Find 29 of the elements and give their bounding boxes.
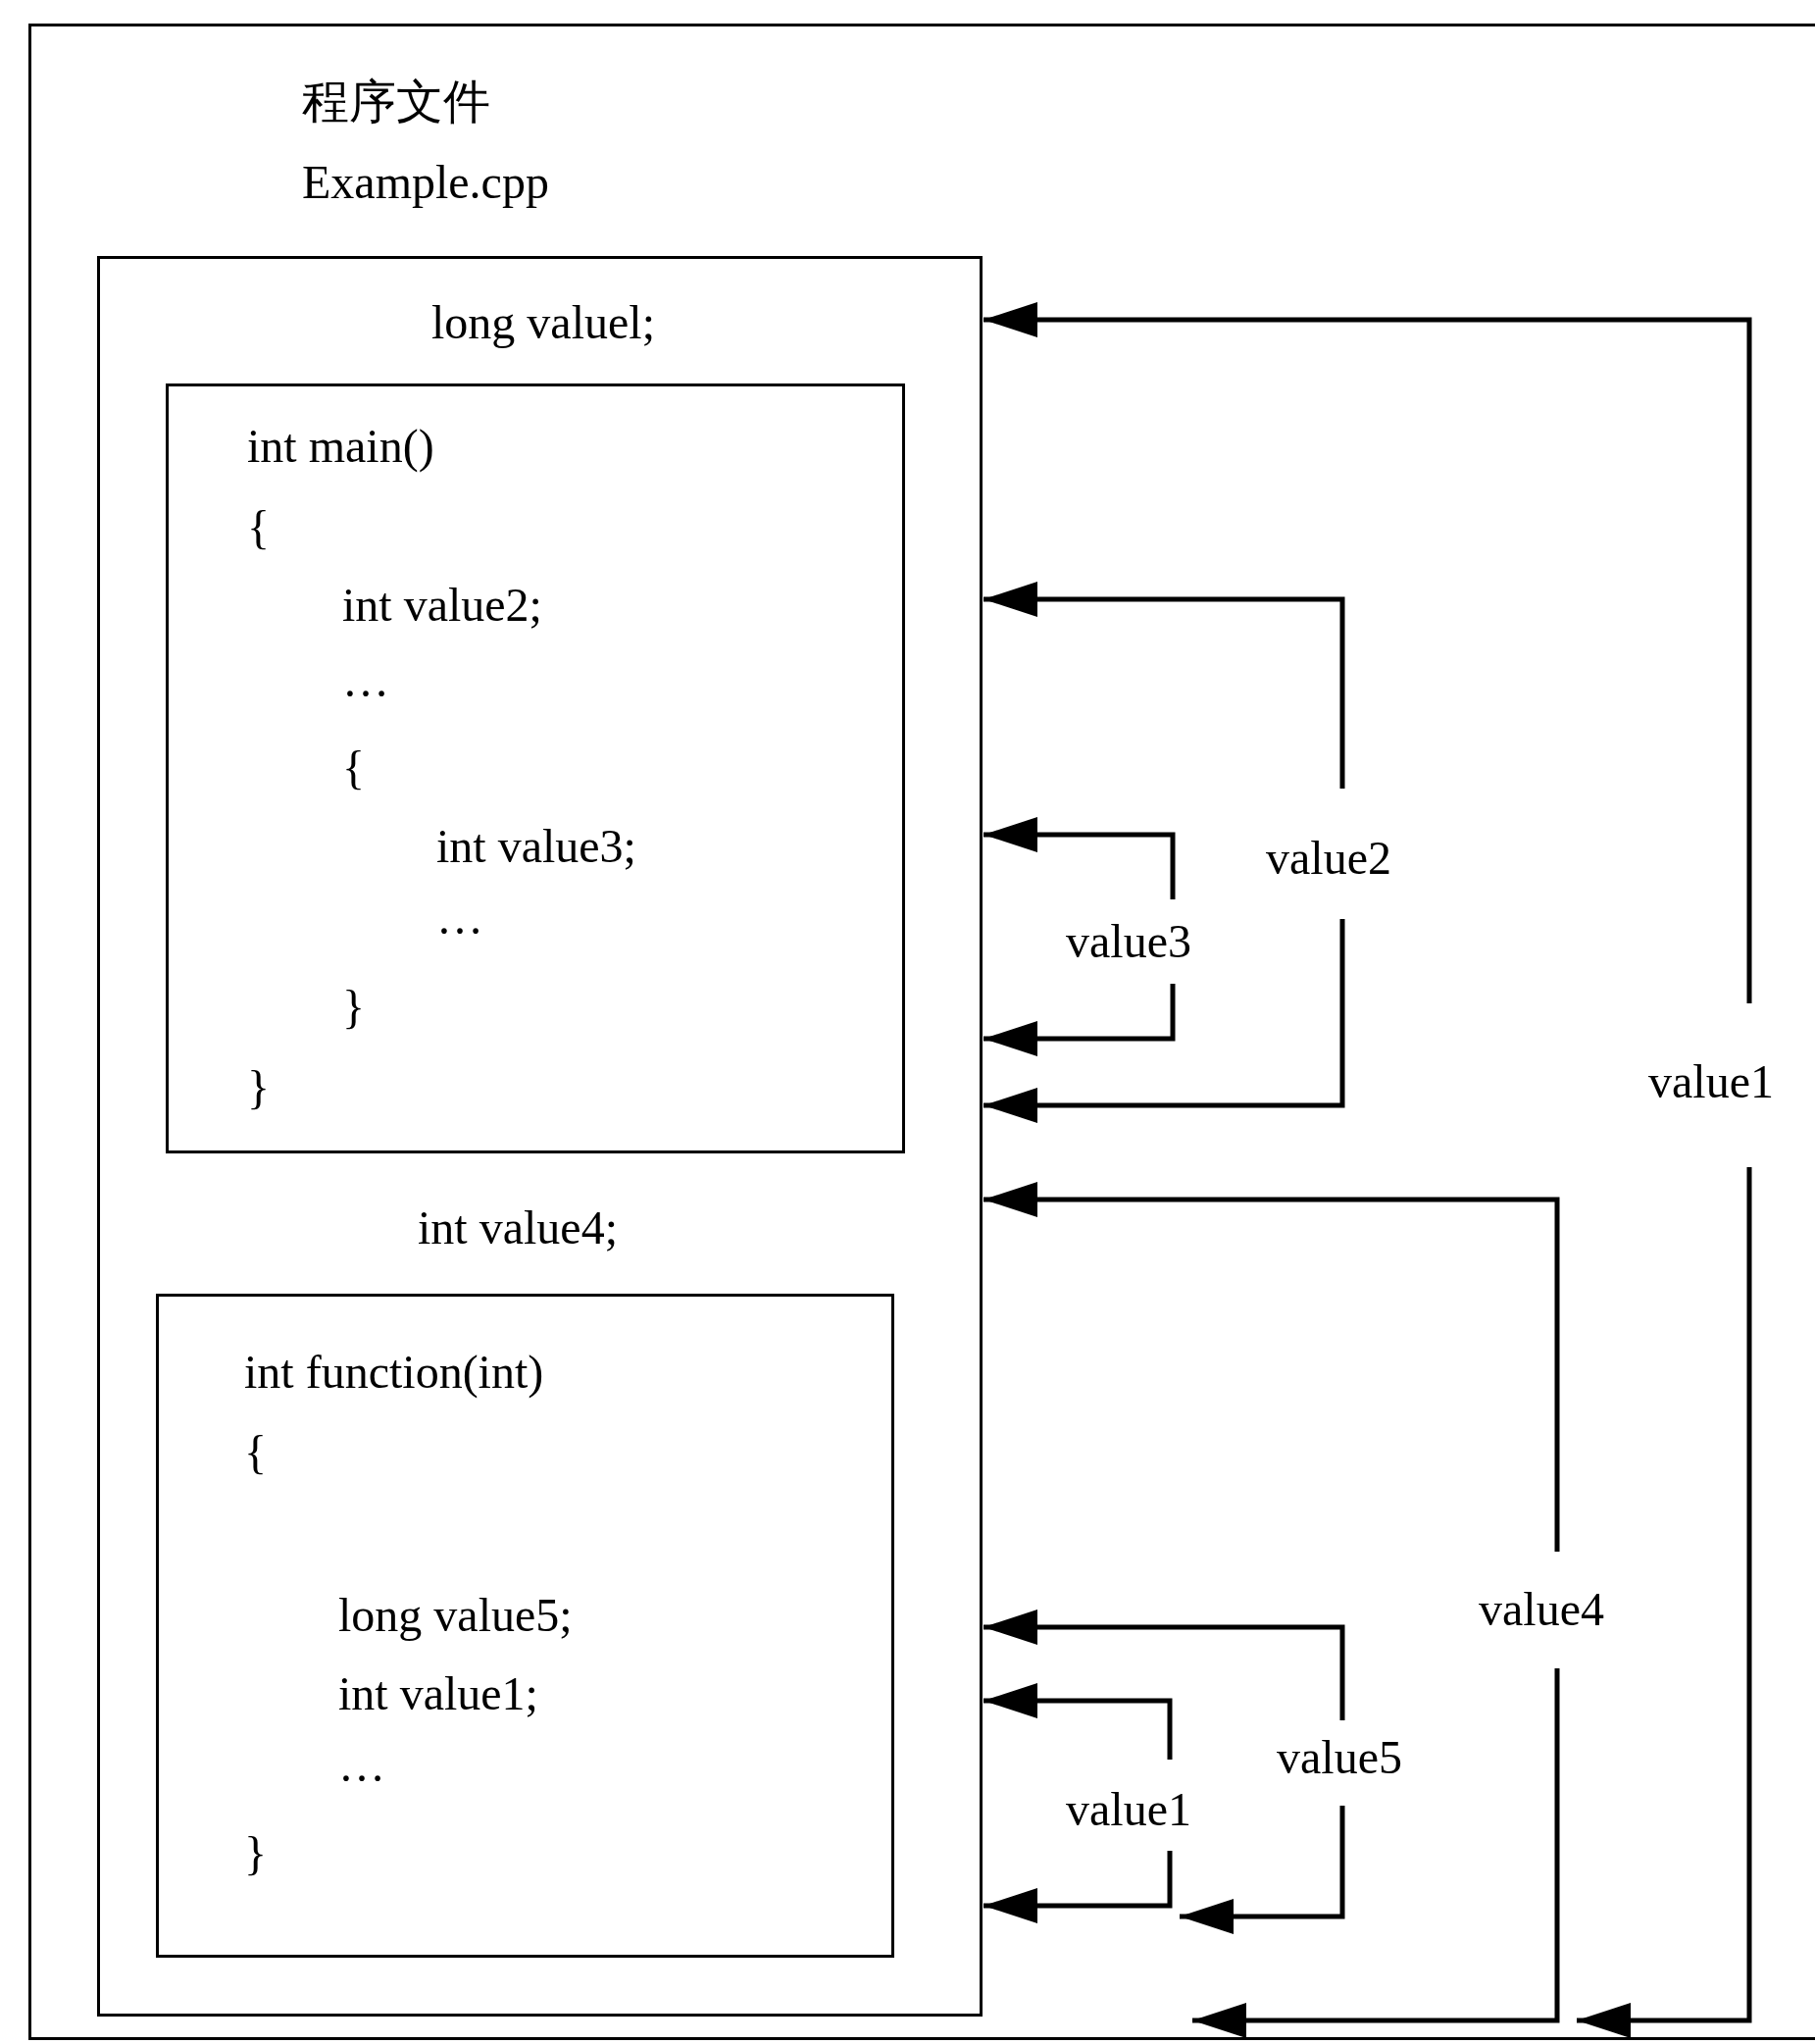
- code-line: }: [247, 1060, 271, 1115]
- code-line: {: [247, 500, 271, 555]
- code-line: {: [244, 1425, 268, 1480]
- code-line: int value1;: [338, 1666, 538, 1721]
- code-line: …: [338, 1738, 385, 1793]
- code-line: int main(): [247, 419, 434, 475]
- file-frame: [28, 24, 1815, 2040]
- code-line: }: [244, 1826, 268, 1881]
- scope-label: value3: [1066, 914, 1191, 969]
- scope-box: [156, 1294, 894, 1958]
- code-line: int value2;: [342, 578, 542, 633]
- code-line: long value5;: [338, 1588, 573, 1643]
- code-line: }: [342, 980, 366, 1035]
- scope-box: [97, 256, 983, 2017]
- scope-label: value1: [1066, 1782, 1191, 1837]
- code-line: long valuel;: [431, 295, 655, 350]
- file-title: Example.cpp: [302, 155, 549, 210]
- scope-label: value1: [1648, 1054, 1774, 1109]
- code-line: …: [342, 653, 389, 708]
- scope-label: value4: [1479, 1582, 1604, 1637]
- code-line: …: [436, 891, 483, 945]
- code-line: {: [342, 741, 366, 795]
- code-line: int function(int): [244, 1345, 544, 1400]
- file-title: 程序文件: [302, 75, 490, 129]
- code-line: int value3;: [436, 819, 636, 874]
- scope-label: value2: [1266, 831, 1391, 886]
- scope-label: value5: [1277, 1730, 1402, 1785]
- scope-box: [166, 383, 905, 1153]
- code-line: int value4;: [418, 1201, 618, 1255]
